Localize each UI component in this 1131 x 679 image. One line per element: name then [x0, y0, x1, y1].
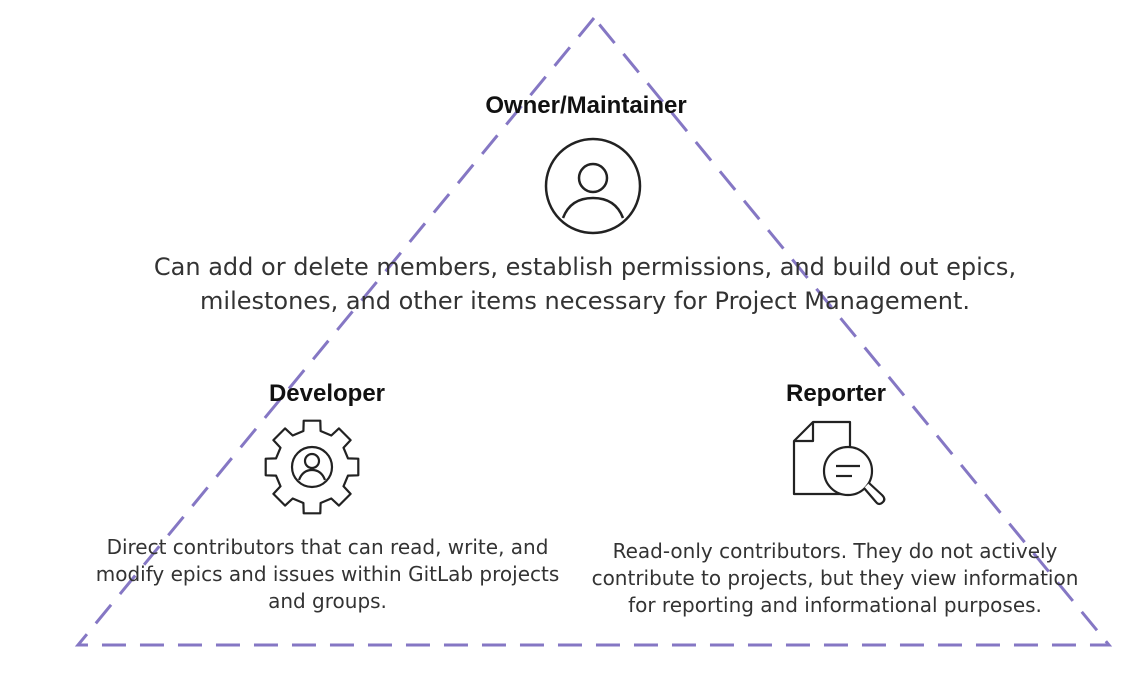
owner-maintainer-title: Owner/Maintainer	[485, 92, 687, 119]
developer-description: Direct contributors that can read, write…	[95, 535, 560, 613]
user-circle-icon	[543, 136, 643, 236]
reporter-description: Read-only contributors. They do not acti…	[591, 539, 1079, 617]
owner-maintainer-description: Can add or delete members, establish per…	[153, 253, 1017, 315]
gear-user-icon	[261, 417, 363, 517]
developer-title: Developer	[268, 380, 386, 407]
reporter-title: Reporter	[785, 380, 887, 407]
document-magnifier-icon	[790, 416, 896, 516]
triangle-shape	[74, 15, 1113, 647]
